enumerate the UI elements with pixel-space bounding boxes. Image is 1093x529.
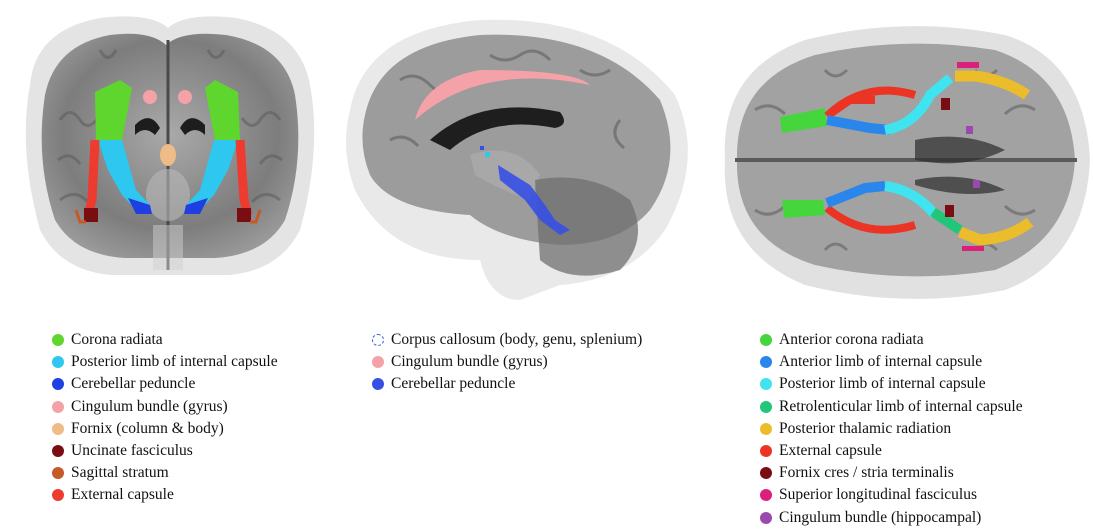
legend-swatch: [52, 378, 64, 390]
legend-item: Sagittal stratum: [52, 462, 278, 484]
legend-item: Anterior corona radiata: [760, 329, 1023, 351]
legend-label: Cingulum bundle (gyrus): [391, 353, 548, 371]
coronal-legend: Corona radiata Posterior limb of interna…: [52, 329, 278, 507]
axial-legend: Anterior corona radiata Anterior limb of…: [760, 329, 1023, 529]
legend-label: Fornix cres / stria terminalis: [779, 464, 954, 482]
legend-item: Posterior limb of internal capsule: [52, 351, 278, 373]
legend-label: Retrolenticular limb of internal capsule: [779, 398, 1023, 416]
legend-swatch: [760, 467, 772, 479]
sagittal-brain-image: [330, 0, 715, 318]
legend-swatch: [52, 423, 64, 435]
legend-item: Cingulum bundle (gyrus): [372, 351, 642, 373]
legend-swatch: [52, 356, 64, 368]
legend-swatch: [760, 356, 772, 368]
legend-item: Superior longitudinal fasciculus: [760, 484, 1023, 506]
legend-item: External capsule: [52, 484, 278, 506]
legend-label: Posterior thalamic radiation: [779, 420, 951, 438]
legend-label: Fornix (column & body): [71, 420, 224, 438]
legend-label: Sagittal stratum: [71, 464, 169, 482]
legend-swatch: [760, 512, 772, 524]
legend-label: Posterior limb of internal capsule: [779, 375, 986, 393]
coronal-brain-view: [0, 0, 340, 318]
legend-item: Corpus callosum (body, genu, splenium): [372, 329, 642, 351]
legend-item: Uncinate fasciculus: [52, 440, 278, 462]
axial-brain-view: [715, 0, 1093, 318]
legend-label: Superior longitudinal fasciculus: [779, 486, 977, 504]
legend-swatch: [760, 334, 772, 346]
legend-swatch: [760, 378, 772, 390]
legend-item: Cingulum bundle (gyrus): [52, 396, 278, 418]
legend-swatch: [372, 334, 384, 346]
legend-item: External capsule: [760, 440, 1023, 462]
legend-item: Cerebellar peduncle: [52, 373, 278, 395]
legend-label: Uncinate fasciculus: [71, 442, 193, 460]
legend-label: Anterior corona radiata: [779, 331, 924, 349]
legend-label: Corpus callosum (body, genu, splenium): [391, 331, 642, 349]
legend-label: Cingulum bundle (gyrus): [71, 398, 228, 416]
legend-label: Posterior limb of internal capsule: [71, 353, 278, 371]
legend-swatch: [760, 423, 772, 435]
legend-label: External capsule: [71, 486, 174, 504]
legend-item: Retrolenticular limb of internal capsule: [760, 396, 1023, 418]
legend-swatch: [372, 356, 384, 368]
legend-item: Corona radiata: [52, 329, 278, 351]
axial-brain-image: [715, 0, 1093, 318]
legend-item: Posterior limb of internal capsule: [760, 373, 1023, 395]
legend-item: Cerebellar peduncle: [372, 373, 642, 395]
legend-swatch: [760, 401, 772, 413]
legend-label: Cerebellar peduncle: [391, 375, 515, 393]
legend-swatch: [52, 334, 64, 346]
legend-label: External capsule: [779, 442, 882, 460]
legend-swatch: [52, 489, 64, 501]
legend-label: Anterior limb of internal capsule: [779, 353, 982, 371]
legend-item: Posterior thalamic radiation: [760, 418, 1023, 440]
sagittal-brain-view: [330, 0, 715, 318]
legend-swatch: [760, 489, 772, 501]
sagittal-legend: Corpus callosum (body, genu, splenium) C…: [372, 329, 642, 396]
legend-swatch: [52, 467, 64, 479]
legend-swatch: [52, 401, 64, 413]
legend-item: Fornix (column & body): [52, 418, 278, 440]
legend-swatch: [52, 445, 64, 457]
legend-label: Cingulum bundle (hippocampal): [779, 509, 981, 527]
legend-item: Anterior limb of internal capsule: [760, 351, 1023, 373]
legend-label: Cerebellar peduncle: [71, 375, 195, 393]
legend-swatch: [372, 378, 384, 390]
coronal-brain-image: [0, 0, 340, 318]
legend-label: Corona radiata: [71, 331, 163, 349]
legend-item: Cingulum bundle (hippocampal): [760, 507, 1023, 529]
legend-swatch: [760, 445, 772, 457]
legend-item: Fornix cres / stria terminalis: [760, 462, 1023, 484]
